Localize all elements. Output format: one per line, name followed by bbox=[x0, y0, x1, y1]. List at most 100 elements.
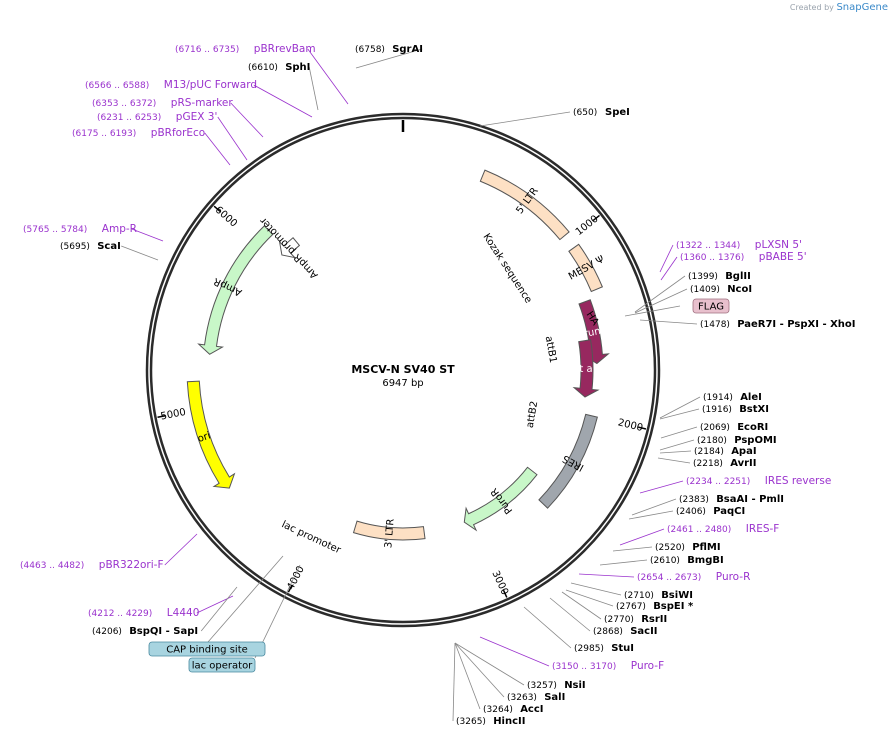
site-name: M13/pUC Forward bbox=[164, 79, 257, 91]
site-nsii[interactable]: (3257)NsiI bbox=[527, 680, 586, 691]
site-name: PspOMI bbox=[734, 435, 776, 446]
site-ncoi[interactable]: (1409)NcoI bbox=[690, 284, 752, 295]
site-acci[interactable]: (3264) AccI bbox=[483, 704, 544, 715]
site-sphi[interactable]: (6610)SphI bbox=[248, 62, 310, 73]
site-position: (1360 .. 1376) bbox=[680, 253, 744, 263]
site-apai[interactable]: (2184) ApaI bbox=[694, 446, 757, 457]
tick-mark bbox=[592, 214, 600, 222]
site-name: BspQI - SapI bbox=[129, 626, 198, 637]
site-name: pBRforEco bbox=[151, 127, 205, 139]
leader-line bbox=[639, 480, 684, 494]
credit: Created by SnapGene bbox=[790, 2, 888, 13]
site-spei[interactable]: (650)SpeI bbox=[573, 107, 630, 118]
leader-line bbox=[612, 546, 653, 552]
site-pgex-3-[interactable]: (6231 .. 6253)pGEX 3' bbox=[97, 111, 217, 123]
leader-line bbox=[578, 573, 635, 578]
site-m13-puc-forward[interactable]: (6566 .. 6588) M13/pUC Forward bbox=[85, 79, 257, 91]
site-pbrrevbam[interactable]: (6716 .. 6735)pBRrevBam bbox=[175, 43, 316, 55]
site-bsiwi[interactable]: (2710)BsiWI bbox=[624, 590, 693, 601]
site-alei[interactable]: (1914)AleI bbox=[703, 392, 762, 403]
site-plxsn-5-[interactable]: (1322 .. 1344)pLXSN 5' bbox=[676, 239, 802, 251]
site-sacii[interactable]: (2868)SacII bbox=[593, 626, 658, 637]
leader-line bbox=[634, 275, 686, 313]
leader-line bbox=[204, 132, 231, 166]
site-hincii[interactable]: (3265)HincII bbox=[456, 716, 525, 727]
leader-line bbox=[628, 510, 674, 520]
site-position: (6566 .. 6588) bbox=[85, 81, 149, 91]
site-ires-reverse[interactable]: (2234 .. 2251)IRES reverse bbox=[686, 475, 831, 487]
feature-ori bbox=[186, 380, 236, 489]
site-prs-marker[interactable]: (6353 .. 6372)pRS-marker bbox=[92, 97, 233, 109]
site-pbabe-5-[interactable]: (1360 .. 1376) pBABE 5' bbox=[680, 251, 807, 263]
site-puro-f[interactable]: (3150 .. 3170)Puro-F bbox=[552, 660, 664, 672]
label-attb1: attB1 bbox=[543, 335, 559, 364]
site-bmgbi[interactable]: (2610) BmgBI bbox=[650, 555, 724, 566]
center-label: MSCV-N SV40 ST 6947 bp bbox=[351, 363, 455, 389]
site-position: (2069) bbox=[700, 423, 730, 433]
leader-line bbox=[639, 319, 698, 325]
leader-line bbox=[217, 116, 248, 161]
tick-mark bbox=[287, 584, 293, 593]
site-puro-r[interactable]: (2654 .. 2673)Puro-R bbox=[637, 571, 750, 583]
site-position: (4212 .. 4229) bbox=[88, 609, 152, 619]
tick-label: 6000 bbox=[213, 205, 239, 230]
leader-line bbox=[660, 256, 678, 281]
tick-label: 2000 bbox=[617, 417, 644, 434]
feature-ampr-promoter bbox=[278, 237, 301, 259]
site-bstxi[interactable]: (1916)BstXI bbox=[702, 404, 769, 415]
feature-ampr bbox=[197, 225, 274, 355]
site-paer7i-pspxi-xhoi[interactable]: (1478)PaeR7I - PspXI - XhoI bbox=[700, 319, 856, 330]
plasmid-name: MSCV-N SV40 ST bbox=[351, 363, 455, 376]
site-name: AccI bbox=[520, 704, 543, 715]
site-position: (2180) bbox=[697, 436, 727, 446]
site-pflmi[interactable]: (2520)PflMI bbox=[655, 542, 721, 553]
site-position: (4463 .. 4482) bbox=[20, 561, 84, 571]
leader-line bbox=[660, 426, 698, 439]
site-position: (6610) bbox=[248, 63, 278, 73]
site-avrii[interactable]: (2218)AvrII bbox=[693, 458, 756, 469]
site-ires-f[interactable]: (2461 .. 2480)IRES-F bbox=[667, 523, 779, 535]
site-name: ApaI bbox=[731, 446, 756, 457]
site-scai[interactable]: (5695)ScaI bbox=[60, 241, 121, 252]
site-sali[interactable]: (3263)SalI bbox=[507, 692, 565, 703]
tick-mark bbox=[502, 589, 508, 598]
site-position: (3150 .. 3170) bbox=[552, 662, 616, 672]
site-name: NcoI bbox=[727, 284, 752, 295]
site-position: (2184) bbox=[694, 447, 724, 457]
label-attb2: attB2 bbox=[525, 400, 541, 429]
site-paqci[interactable]: (2406)PaqCI bbox=[676, 506, 745, 517]
leader-line bbox=[549, 597, 591, 632]
feature-small-t-antigen bbox=[572, 339, 600, 398]
site-stui[interactable]: (2985)StuI bbox=[574, 643, 634, 654]
site-pbr322ori-f[interactable]: (4463 .. 4482)pBR322ori-F bbox=[20, 559, 164, 571]
leader-line bbox=[619, 528, 665, 546]
site-name: AvrII bbox=[730, 458, 756, 469]
leader-line bbox=[307, 48, 349, 105]
site-bsaai-pmli[interactable]: (2383)BsaAI - PmlI bbox=[679, 494, 784, 505]
site-name: pBABE 5' bbox=[759, 251, 807, 263]
feature-ires bbox=[538, 413, 598, 509]
site-name: RsrII bbox=[641, 614, 667, 625]
site-ecori[interactable]: (2069)EcoRI bbox=[700, 422, 768, 433]
site-pbrforeco[interactable]: (6175 .. 6193)pBRforEco bbox=[72, 127, 205, 139]
site-pspomi[interactable]: (2180) PspOMI bbox=[697, 435, 777, 446]
site-rsrii[interactable]: (2770)RsrII bbox=[604, 614, 667, 625]
site-name: pLXSN 5' bbox=[755, 239, 802, 251]
site-sgrai[interactable]: (6758)SgrAI bbox=[355, 44, 423, 55]
site-l4440[interactable]: (4212 .. 4229)L4440 bbox=[88, 607, 199, 619]
site-bglii[interactable]: (1399)BglII bbox=[688, 271, 751, 282]
site-bspei-[interactable]: (2767)BspEI * bbox=[616, 601, 694, 612]
site-amp-r[interactable]: (5765 .. 5784)Amp-R bbox=[23, 223, 137, 235]
site-bspqi-sapi[interactable]: (4206)BspQI - SapI bbox=[92, 626, 198, 637]
leader-line bbox=[121, 245, 159, 261]
flag-box: FLAG bbox=[692, 298, 730, 314]
site-name: BmgBI bbox=[687, 555, 724, 566]
site-name: ScaI bbox=[97, 241, 121, 252]
site-position: (3264) bbox=[483, 705, 513, 715]
site-position: (2610) bbox=[650, 556, 680, 566]
site-position: (1478) bbox=[700, 320, 730, 330]
site-name: pBRrevBam bbox=[254, 43, 316, 55]
site-position: (6231 .. 6253) bbox=[97, 113, 161, 123]
feature-label: 3' LTR bbox=[383, 518, 396, 548]
